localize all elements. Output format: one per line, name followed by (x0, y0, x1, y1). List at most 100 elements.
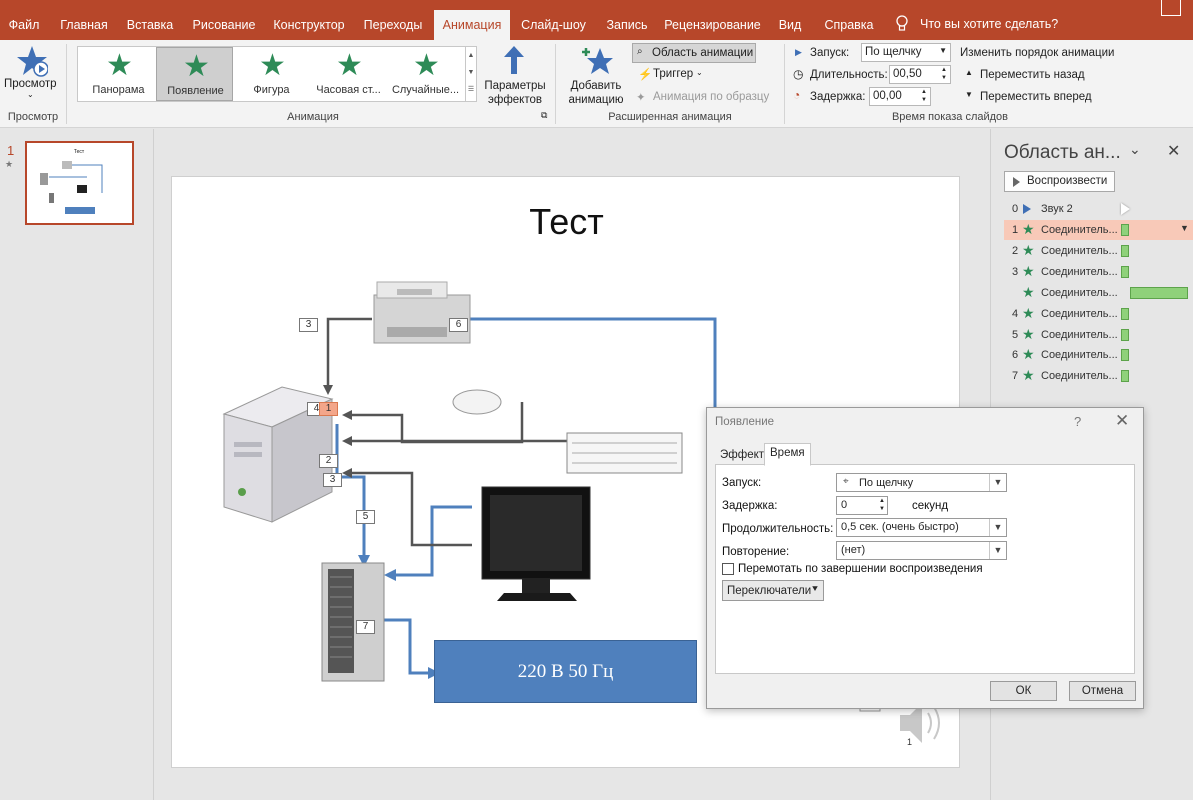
dialog-title: Появление (715, 416, 775, 428)
star-icon: ★ (106, 49, 133, 82)
animation-item[interactable]: 4★ Соединитель... (1004, 304, 1193, 324)
gallery-item-random[interactable]: ★Случайные... (391, 49, 460, 97)
tab-review[interactable]: Рецензирование (664, 18, 761, 32)
timeline-bar (1121, 329, 1129, 341)
tab-home[interactable]: Главная (60, 18, 108, 32)
gallery-item-appear[interactable]: ★Появление (156, 47, 233, 101)
animation-tag[interactable]: 3 (299, 318, 318, 332)
delay-clock-icon: ◔ (793, 88, 801, 102)
start-select[interactable]: По щелчку ▼ (861, 43, 951, 62)
animation-tag[interactable]: 2 (319, 454, 338, 468)
add-animation-button[interactable]: Добавить анимацию (568, 80, 624, 106)
item-dropdown-icon[interactable]: ▼ (1180, 223, 1189, 233)
animation-tag[interactable]: 6 (449, 318, 468, 332)
star-icon: ★ (1022, 367, 1035, 383)
animation-gallery: ★Панорама ★Появление ★Фигура ★Часовая ст… (77, 46, 477, 102)
slide-thumbnail[interactable]: Тест (25, 141, 134, 225)
tab-effect[interactable]: Эффект (720, 449, 765, 461)
close-icon[interactable]: ✕ (1115, 411, 1130, 430)
group-advanced-label: Расширенная анимация (608, 111, 732, 123)
start-select[interactable]: ⌖ По щелчку ▼ (836, 473, 1007, 492)
lightning-icon: ⚡ (638, 69, 653, 81)
slide-title[interactable]: Тест (529, 201, 604, 242)
tab-view[interactable]: Вид (778, 18, 802, 32)
tab-insert[interactable]: Вставка (126, 18, 174, 32)
animation-item[interactable]: 7★ Соединитель... (1004, 366, 1193, 386)
gallery-scroll[interactable]: ▲▼☰ (465, 47, 476, 101)
tab-record[interactable]: Запись (606, 18, 648, 32)
printer-image (373, 281, 471, 344)
animation-item[interactable]: 3★ Соединитель... (1004, 262, 1193, 282)
sound-play-icon (1023, 204, 1031, 214)
tab-transitions[interactable]: Переходы (363, 18, 423, 32)
arrow-up-icon: ▲ (965, 68, 973, 77)
group-timing-label: Время показа слайдов (891, 111, 1009, 123)
chevron-down-icon: ⌄ (696, 68, 703, 77)
duration-label: Продолжительность: (722, 523, 834, 535)
tab-file[interactable]: Файл (8, 18, 40, 32)
duration-select[interactable]: 0,5 сек. (очень быстро) ▼ (836, 518, 1007, 537)
menu-tab-bar: Файл Главная Вставка Рисование Конструкт… (0, 0, 1193, 40)
delay-input[interactable]: 0 ▲▼ (836, 496, 888, 515)
separator (784, 44, 785, 124)
animation-tag[interactable]: 3 (323, 473, 342, 487)
move-later-button[interactable]: Переместить вперед (980, 91, 1092, 103)
preview-dropdown-icon[interactable]: ⌄ (27, 90, 34, 99)
rewind-checkbox[interactable] (722, 563, 734, 575)
chevron-down-icon[interactable]: ⌄ (1129, 141, 1141, 157)
cancel-button[interactable]: Отмена (1069, 681, 1136, 701)
triggers-button[interactable]: Переключатели ⯆ (722, 580, 824, 601)
animation-tag[interactable]: 7 (356, 620, 375, 634)
help-icon[interactable]: ? (1074, 414, 1082, 429)
spinner-icon[interactable]: ▲▼ (879, 498, 885, 512)
play-button[interactable]: Воспроизвести (1004, 171, 1115, 192)
separator (66, 44, 67, 124)
move-earlier-button[interactable]: Переместить назад (980, 69, 1085, 81)
animation-item[interactable]: 2★ Соединитель... (1004, 241, 1193, 261)
spinner-icon[interactable]: ▲▼ (921, 89, 927, 103)
thumbnail-preview: Тест (40, 149, 103, 214)
slide-thumbnails: 1 ★ Тест (0, 129, 154, 800)
delay-input[interactable]: 00,00 ▲▼ (869, 87, 931, 106)
ok-button[interactable]: ОК (990, 681, 1057, 701)
gallery-item-shape[interactable]: ★Фигура (253, 49, 290, 97)
tab-timing[interactable]: Время (764, 443, 811, 466)
power-supply-box[interactable]: 220 В 50 Гц (434, 640, 697, 703)
trigger-button[interactable]: Триггер (653, 68, 694, 80)
effect-options-button[interactable]: Параметры эффектов (484, 80, 546, 106)
animation-tag[interactable]: 5 (356, 510, 375, 524)
animation-item[interactable]: 6★ Соединитель... (1004, 345, 1193, 365)
spinner-icon[interactable]: ▲▼ (941, 67, 947, 81)
restore-window-icon[interactable] (1161, 0, 1181, 16)
star-icon: ★ (1022, 284, 1035, 300)
animation-item-selected[interactable]: 1★ Соединитель... ▼ (1004, 220, 1193, 240)
tab-help[interactable]: Справка (824, 18, 874, 32)
timing-panel: Запуск: ⌖ По щелчку ▼ Задержка: 0 ▲▼ сек… (715, 464, 1135, 674)
animation-tag-selected[interactable]: 1 (319, 402, 338, 416)
preview-button[interactable]: Просмотр (4, 78, 57, 90)
start-label: Запуск: (810, 47, 850, 59)
tab-animations[interactable]: Анимация (434, 10, 510, 40)
animation-item[interactable]: 5★ Соединитель... (1004, 325, 1193, 345)
tab-slideshow[interactable]: Слайд-шоу (521, 18, 586, 32)
tell-me-search[interactable]: Что вы хотите сделать? (920, 17, 1059, 31)
start-label: Запуск: (722, 477, 762, 489)
animation-painter-button[interactable]: Анимация по образцу (653, 91, 770, 103)
tab-draw[interactable]: Рисование (192, 18, 256, 32)
mouse-image (452, 389, 502, 415)
timeline-bar (1121, 370, 1129, 382)
expand-icon: ⯆ (811, 584, 819, 595)
mouse-click-icon: ⌖ (843, 476, 849, 487)
close-icon[interactable]: ✕ (1167, 143, 1181, 160)
gallery-item-wheel[interactable]: ★Часовая ст... (316, 49, 381, 97)
star-icon: ★ (336, 49, 363, 82)
duration-input[interactable]: 00,50 ▲▼ (889, 65, 951, 84)
animation-item[interactable]: 0 Звук 2 (1004, 199, 1193, 219)
animation-item[interactable]: ★ Соединитель... (1004, 283, 1193, 303)
dialog-launcher-icon[interactable]: ⧉ (541, 110, 548, 120)
animation-pane-button[interactable]: ⌕ Область анимации (632, 43, 756, 63)
gallery-item-pan[interactable]: ★Панорама (92, 49, 145, 97)
chevron-down-icon: ▼ (989, 474, 1006, 491)
repeat-select[interactable]: (нет) ▼ (836, 541, 1007, 560)
tab-design[interactable]: Конструктор (273, 18, 345, 32)
